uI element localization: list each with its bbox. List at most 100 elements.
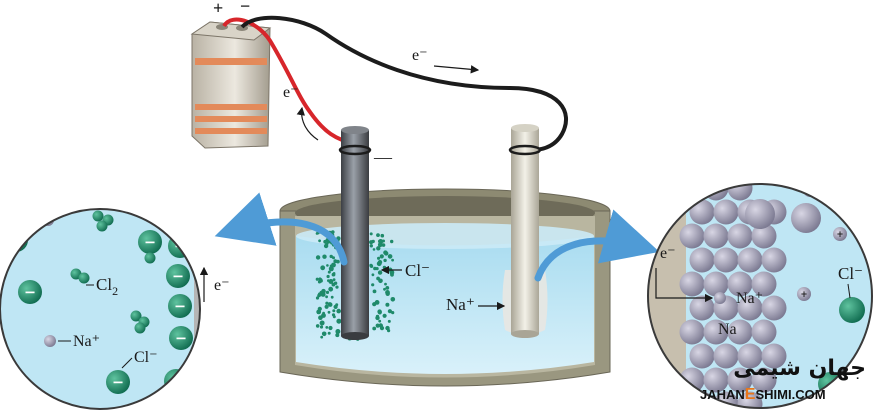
bubble — [378, 278, 383, 284]
sodium-ion — [44, 335, 56, 347]
chloride-ion: − — [169, 326, 193, 350]
bubble — [375, 267, 379, 271]
bubble — [321, 331, 327, 337]
svg-text:−: − — [144, 235, 156, 251]
sodium-ion — [713, 343, 739, 369]
chloride-ion — [111, 173, 122, 184]
bubble — [375, 323, 380, 328]
svg-text:−: − — [10, 233, 22, 249]
bubble — [376, 233, 380, 238]
sodium-ion — [727, 319, 753, 345]
svg-text:−: − — [170, 374, 182, 390]
cell-sodium-label: Na⁺ — [446, 295, 475, 314]
chloride-ion — [92, 210, 104, 222]
black-wire — [240, 15, 568, 152]
bubble — [375, 315, 380, 321]
bubble — [391, 258, 394, 262]
anode-electrode — [338, 126, 372, 340]
bubble — [383, 287, 386, 291]
right-chloride-label: Cl⁻ — [838, 264, 863, 283]
bubble — [378, 239, 381, 243]
bubble — [336, 308, 342, 314]
bubble — [376, 261, 382, 267]
bubble — [374, 300, 380, 305]
sodium-ion — [737, 391, 763, 408]
sodium-ion — [737, 343, 763, 369]
bubble — [317, 293, 321, 298]
bubble — [390, 239, 394, 244]
svg-text:−: − — [24, 285, 36, 301]
chloride-ion: − — [4, 228, 28, 252]
bubble — [371, 273, 375, 277]
sodium-ion — [689, 199, 715, 225]
bubble — [385, 302, 390, 307]
chloride-ion — [99, 171, 110, 182]
bubble — [377, 256, 381, 260]
zoom-arrow-right — [534, 209, 660, 282]
chloride-ion: − — [106, 370, 130, 394]
bubble — [320, 335, 324, 339]
bubble — [318, 315, 323, 321]
battery-minus-label: − — [240, 0, 250, 16]
bubble — [332, 315, 336, 319]
anode-minus-label: — — [373, 147, 393, 167]
chloride-ion — [144, 252, 156, 264]
bubble — [381, 243, 386, 247]
bubble — [336, 318, 342, 324]
bubble — [390, 297, 396, 302]
bubble — [315, 255, 321, 260]
bubble — [328, 325, 333, 331]
sodium-ion — [745, 199, 775, 229]
svg-text:−: − — [172, 180, 184, 196]
bubble — [333, 259, 338, 264]
sodium-ion — [679, 271, 705, 297]
zoom-arrow-left — [214, 192, 348, 266]
bubble — [330, 295, 334, 299]
battery-electron-label: e⁻ — [283, 84, 299, 101]
bubble — [369, 244, 373, 248]
bubble — [332, 278, 336, 282]
svg-text:−: − — [171, 205, 183, 221]
bubble — [325, 326, 329, 329]
chloride-ion: − — [168, 294, 192, 318]
bubble — [382, 313, 387, 318]
sodium-ion — [761, 295, 787, 321]
left-electron-label: e⁻ — [214, 277, 230, 294]
sodium-ion — [703, 367, 729, 393]
bubble — [322, 254, 327, 259]
bubble — [335, 329, 341, 334]
chloride-ion: − — [165, 205, 189, 224]
sodium-ion — [727, 367, 753, 393]
bubble — [326, 274, 330, 279]
left-chloride-label: Cl⁻ — [134, 349, 158, 366]
battery-plus-label: + — [213, 0, 223, 18]
chloride-ion — [96, 220, 108, 232]
bubble — [320, 265, 326, 271]
sodium-ion — [737, 247, 763, 273]
bubble — [325, 295, 328, 299]
sodium-ion — [751, 319, 777, 345]
bubble — [327, 279, 330, 282]
bubble — [376, 246, 381, 251]
svg-text:+: + — [806, 185, 813, 195]
bubble — [321, 320, 325, 324]
bubble — [315, 277, 319, 281]
bubble — [379, 254, 384, 259]
chloride-ion: − — [166, 264, 190, 288]
chloride-ion — [78, 272, 90, 284]
sodium-ion — [727, 271, 753, 297]
bubble — [372, 326, 377, 331]
sodium-ion — [751, 367, 777, 393]
chloride-ion: − — [138, 230, 162, 254]
wire-electron-arrow — [433, 65, 480, 74]
bubble — [325, 290, 330, 294]
wire-electron-label: e⁻ — [412, 47, 428, 64]
red-wire — [222, 17, 357, 146]
svg-text:−: − — [175, 331, 187, 347]
bubble — [387, 319, 391, 323]
bubble — [331, 262, 336, 268]
bubble — [324, 304, 329, 309]
bubble — [371, 283, 375, 287]
bubble — [318, 239, 321, 243]
bubble — [377, 242, 383, 248]
